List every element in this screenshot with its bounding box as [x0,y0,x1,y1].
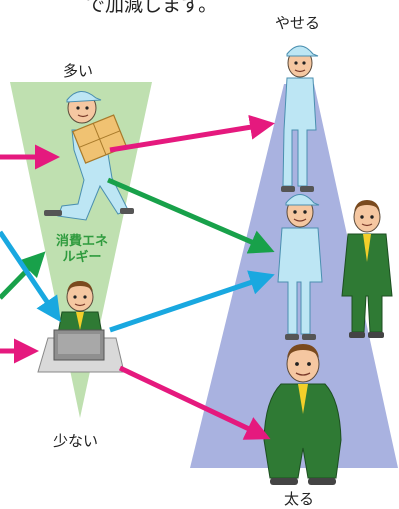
arrow-green-to-middle [107,177,275,254]
desk-worker-figure [37,281,125,373]
heading-text: で加減します。 [86,0,218,16]
middle-worker-figure [277,194,323,340]
arrow-cyan-to-middle [109,270,275,333]
label-many: 多い [63,62,94,80]
arrow-green-in [0,251,46,300]
thin-worker-figure [281,45,319,192]
label-few: 少ない [53,432,99,450]
label-thin: やせる [275,14,321,32]
label-energy-line2: ルギー [62,250,102,265]
arrow-magenta-to-thin [109,114,275,153]
arrow-magenta-to-fat [118,365,271,440]
arrows [0,114,275,440]
label-energy: 消費エネ ルギー [44,234,120,266]
suit-man-standing-figure [341,200,393,338]
arrow-cyan-in [0,230,61,323]
fat-man-figure [263,344,342,485]
label-energy-line1: 消費エネ [55,234,108,249]
label-fat: 太る [284,490,315,508]
